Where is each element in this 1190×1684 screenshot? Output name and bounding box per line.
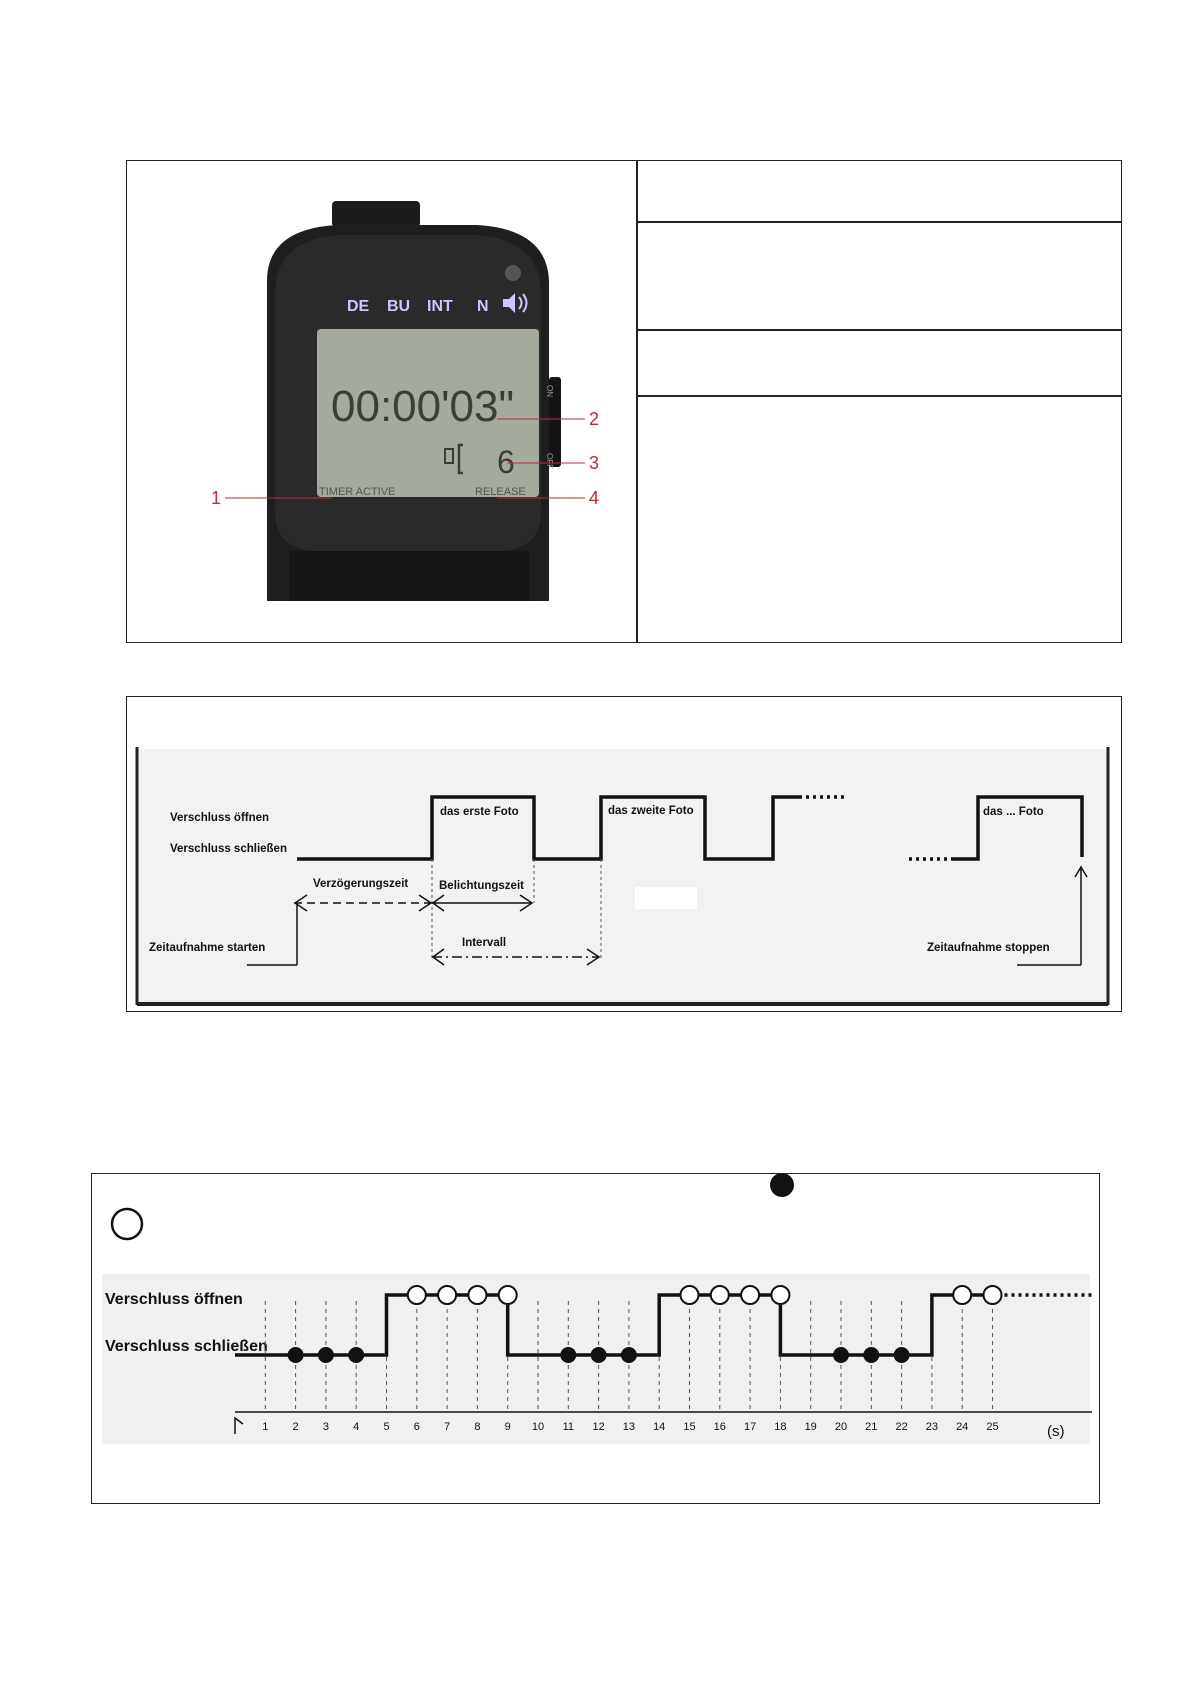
open-mark <box>952 1285 973 1305</box>
closed-mark <box>560 1347 577 1363</box>
lcd-screen <box>317 329 539 497</box>
device-grip <box>289 551 529 601</box>
tick-label: 1 <box>262 1421 268 1433</box>
label-shutter-close: Verschluss schließen <box>170 843 287 855</box>
tick-label: 5 <box>383 1421 389 1433</box>
side-switch <box>549 377 561 467</box>
speaker-icon <box>503 293 528 313</box>
side-switch-on-label: ON <box>545 385 554 397</box>
spec-table: DE BU INT N 00:00'03" 6 TIMER ACTIVE REL… <box>126 160 1122 643</box>
label-first-photo: das erste Foto <box>440 806 519 818</box>
open-mark <box>709 1285 730 1305</box>
tick-label: 21 <box>865 1421 877 1433</box>
table-row-divider <box>636 329 1121 331</box>
tick-label: 8 <box>474 1421 480 1433</box>
tick-label: 4 <box>353 1421 359 1433</box>
tick-label: 11 <box>563 1421 574 1433</box>
mode-indicator-n: N <box>477 298 489 315</box>
tick-label: 18 <box>774 1421 786 1433</box>
status-led-icon <box>505 265 521 281</box>
tick-label: 10 <box>532 1421 544 1433</box>
closed-mark <box>590 1347 607 1363</box>
tick-label: 14 <box>653 1421 665 1433</box>
open-mark <box>406 1285 427 1305</box>
lcd-counter: 6 <box>497 444 515 480</box>
device-cable <box>332 201 420 227</box>
closed-mark <box>833 1347 849 1363</box>
open-mark <box>497 1285 518 1305</box>
tick-label: 3 <box>323 1421 329 1433</box>
lcd-battery-icon <box>444 443 463 475</box>
closed-mark <box>620 1347 637 1363</box>
table-row-divider <box>636 395 1121 397</box>
label-interval: Intervall <box>462 937 506 949</box>
open-circle-icon <box>110 1207 144 1241</box>
lcd-status-release: RELEASE <box>475 486 526 498</box>
tick-label: 24 <box>956 1421 968 1433</box>
tick-label: 12 <box>592 1421 604 1433</box>
callout-3: 3 <box>589 453 599 473</box>
label-start: Zeitaufnahme starten <box>149 942 265 954</box>
open-mark <box>982 1285 1003 1305</box>
closed-mark <box>287 1347 304 1363</box>
closed-mark <box>348 1347 365 1363</box>
tick-label: 15 <box>683 1421 695 1433</box>
closed-mark <box>863 1347 880 1363</box>
interval-diagram-box: Verschluss öffnen Verschluss schließen 1… <box>91 1173 1100 1504</box>
label-shutter-open: Verschluss öffnen <box>105 1291 243 1308</box>
start-marker-icon <box>234 1416 244 1434</box>
tick-label: 22 <box>895 1421 907 1433</box>
table-row-divider <box>636 221 1121 223</box>
tick-label: 2 <box>293 1421 299 1433</box>
label-shutter-open: Verschluss öffnen <box>170 812 269 824</box>
shutter-waveform-last <box>953 795 1084 861</box>
tick-label: 23 <box>926 1421 938 1433</box>
timing-diagram-background <box>137 749 1109 1003</box>
tick-label: 6 <box>414 1421 420 1433</box>
tick-label: 20 <box>835 1421 847 1433</box>
table-column-divider <box>636 161 638 642</box>
remote-device-illustration: DE BU INT N 00:00'03" 6 TIMER ACTIVE REL… <box>211 201 599 601</box>
tick-label: 17 <box>744 1421 756 1433</box>
callout-4: 4 <box>589 488 599 508</box>
label-delay: Verzögerungszeit <box>313 878 408 890</box>
tick-label: 9 <box>505 1421 511 1433</box>
mode-indicator-de: DE <box>347 298 370 315</box>
blank-patch <box>635 887 697 909</box>
tick-label: 25 <box>986 1421 998 1433</box>
label-exposure: Belichtungszeit <box>439 880 524 892</box>
shutter-waveform <box>235 1293 993 1357</box>
tick-label: 16 <box>714 1421 726 1433</box>
interval-diagram: Verschluss öffnen Verschluss schließen 1… <box>102 1173 1092 1444</box>
timing-diagram-box: Verschluss öffnen Verschluss schließen d… <box>126 696 1122 1012</box>
label-nth-photo: das ... Foto <box>983 806 1044 818</box>
open-mark <box>770 1285 791 1305</box>
open-mark <box>467 1285 488 1305</box>
open-mark <box>740 1285 761 1305</box>
mode-indicator-bu: BU <box>387 298 410 315</box>
side-switch-off-label: OFF <box>545 453 554 469</box>
shutter-waveform <box>297 795 799 861</box>
tick-label: 7 <box>444 1421 450 1433</box>
open-mark <box>437 1285 458 1305</box>
timing-diagram: Verschluss öffnen Verschluss schließen d… <box>135 747 1110 1006</box>
closed-mark <box>317 1347 334 1363</box>
label-shutter-close: Verschluss schließen <box>105 1338 268 1355</box>
axis-unit: (s) <box>1047 1423 1065 1440</box>
callout-1: 1 <box>211 488 221 508</box>
filled-circle-icon <box>770 1173 794 1197</box>
callout-2: 2 <box>589 409 599 429</box>
label-second-photo: das zweite Foto <box>608 805 694 817</box>
open-mark <box>679 1285 700 1305</box>
label-stop: Zeitaufnahme stoppen <box>927 942 1050 954</box>
lcd-time-display: 00:00'03" <box>331 382 514 431</box>
closed-mark <box>893 1347 910 1363</box>
tick-label: 19 <box>805 1421 817 1433</box>
mode-indicator-int: INT <box>427 298 453 315</box>
tick-label: 13 <box>623 1421 635 1433</box>
lcd-status-timer-active: TIMER ACTIVE <box>319 486 395 498</box>
